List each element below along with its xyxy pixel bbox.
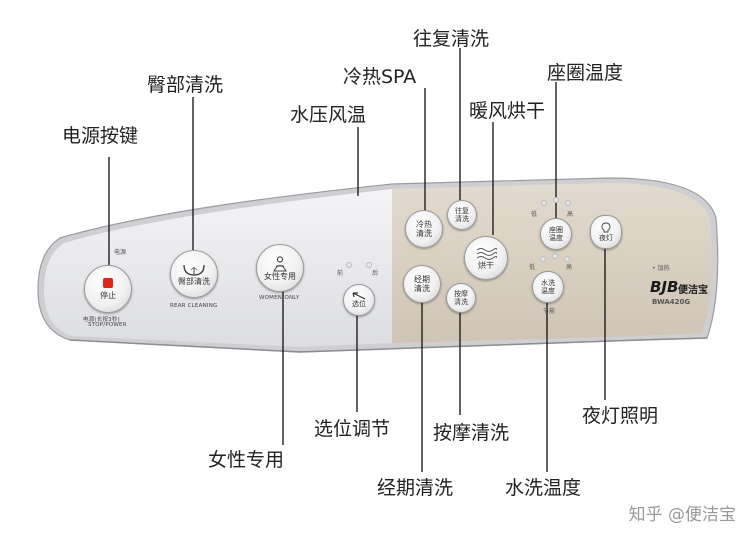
water-label-line2: 温度 bbox=[541, 287, 555, 295]
feminine-wash-icon bbox=[273, 255, 287, 272]
hot-cold-spa-button[interactable]: 冷热 清洗 bbox=[405, 210, 443, 248]
power-led-icon bbox=[103, 278, 113, 288]
spa-label-line2: 清洗 bbox=[416, 229, 432, 238]
callout-position-adjust: 选位调节 bbox=[314, 418, 391, 440]
position-back-indicator bbox=[366, 262, 372, 268]
model-number: BWA420G bbox=[652, 298, 691, 306]
feminine-wash-caption: WOMEN-ONLY bbox=[259, 295, 300, 301]
water-temp-led-3 bbox=[564, 256, 570, 262]
callout-oscillating-wash: 往复清洗 bbox=[413, 28, 490, 50]
water-temp-led-1 bbox=[540, 256, 546, 262]
rear-wash-label: 臀部清洗 bbox=[178, 276, 210, 286]
callout-seat-temp: 座圈温度 bbox=[547, 62, 624, 84]
seat-temp-led-2 bbox=[553, 197, 559, 203]
seat-temp-low-label: 低 bbox=[531, 211, 538, 218]
power-caption-cn: 电源(长按3秒) bbox=[83, 317, 120, 323]
callout-water-temp: 水洗温度 bbox=[505, 477, 582, 499]
oscillating-wash-button[interactable]: 往复 清洗 bbox=[447, 200, 477, 230]
rear-wash-caption: REAR CLEANING bbox=[170, 303, 218, 309]
warm-air-waves-icon bbox=[476, 247, 497, 260]
callout-menstrual-wash: 经期清洗 bbox=[377, 477, 454, 499]
callout-rear-wash: 臀部清洗 bbox=[147, 74, 224, 96]
night-light-bulb-icon bbox=[601, 222, 611, 233]
power-caption-en: STOP/POWER bbox=[88, 322, 127, 328]
osc-label-line1: 往复 bbox=[455, 207, 469, 215]
position-back-label: 后 bbox=[372, 270, 379, 277]
seat-temp-led-3 bbox=[565, 200, 571, 206]
power-top-label: 电源 bbox=[114, 249, 127, 256]
seat-label-line1: 座圈 bbox=[549, 226, 563, 234]
position-front-label: 前 bbox=[337, 270, 344, 277]
callout-water-pressure-temp: 水压风温 bbox=[290, 104, 367, 126]
water-temp-led-2 bbox=[552, 253, 558, 259]
rear-wash-icon bbox=[183, 264, 205, 276]
water-label-line1: 水洗 bbox=[541, 279, 555, 287]
seat-temp-button[interactable]: 座圈 温度 bbox=[540, 218, 572, 250]
night-light-button[interactable]: 夜灯 bbox=[590, 215, 622, 249]
callout-massage-wash: 按摩清洗 bbox=[433, 422, 510, 444]
menses-label-line2: 清洗 bbox=[414, 284, 430, 293]
menstrual-wash-button[interactable]: 经期 清洗 bbox=[403, 265, 441, 303]
dry-button-label: 烘干 bbox=[478, 260, 494, 270]
position-arrow-icon bbox=[352, 292, 366, 300]
energy-saving-label: 节能 bbox=[543, 308, 556, 315]
brand-name: 便洁宝 bbox=[678, 285, 708, 296]
panel-bevel bbox=[69, 337, 708, 353]
position-button-label: 选位 bbox=[352, 300, 366, 308]
position-adjust-button[interactable]: 选位 bbox=[343, 284, 375, 316]
callout-hot-cold-spa: 冷热SPA bbox=[343, 66, 417, 88]
seat-label-line2: 温度 bbox=[549, 234, 563, 242]
position-front-indicator bbox=[346, 262, 352, 268]
water-temp-button[interactable]: 水洗 温度 bbox=[532, 271, 564, 303]
warm-air-dry-button[interactable]: 烘干 bbox=[464, 236, 508, 280]
panel-left-face bbox=[44, 189, 392, 347]
power-button[interactable]: 停止 bbox=[84, 265, 132, 313]
heating-indicator-label: • 加热 bbox=[652, 265, 670, 272]
massage-label-line2: 清洗 bbox=[454, 298, 468, 306]
night-light-label: 夜灯 bbox=[599, 234, 613, 242]
water-temp-low-label: 低 bbox=[529, 264, 536, 271]
massage-wash-button[interactable]: 按摩 清洗 bbox=[446, 283, 476, 313]
brand-logo: BJB bbox=[650, 278, 679, 296]
menses-label-line1: 经期 bbox=[414, 275, 430, 284]
osc-label-line2: 清洗 bbox=[455, 215, 469, 223]
seat-temp-high-label: 高 bbox=[567, 211, 574, 218]
callout-night-light: 夜灯照明 bbox=[582, 405, 659, 427]
rear-wash-button[interactable]: 臀部清洗 bbox=[170, 250, 218, 298]
feminine-wash-label: 女性专用 bbox=[264, 271, 296, 281]
callout-power: 电源按键 bbox=[62, 125, 139, 147]
seat-temp-led-1 bbox=[541, 200, 547, 206]
water-temp-high-label: 高 bbox=[566, 264, 573, 271]
callout-feminine-wash: 女性专用 bbox=[208, 449, 285, 471]
power-button-label: 停止 bbox=[100, 291, 116, 300]
watermark: 知乎 @便洁宝 bbox=[628, 505, 736, 525]
feminine-wash-button[interactable]: 女性专用 bbox=[256, 244, 304, 292]
callout-warm-air-dry: 暖风烘干 bbox=[469, 100, 546, 122]
spa-label-line1: 冷热 bbox=[416, 220, 432, 229]
massage-label-line1: 按摩 bbox=[454, 290, 468, 298]
